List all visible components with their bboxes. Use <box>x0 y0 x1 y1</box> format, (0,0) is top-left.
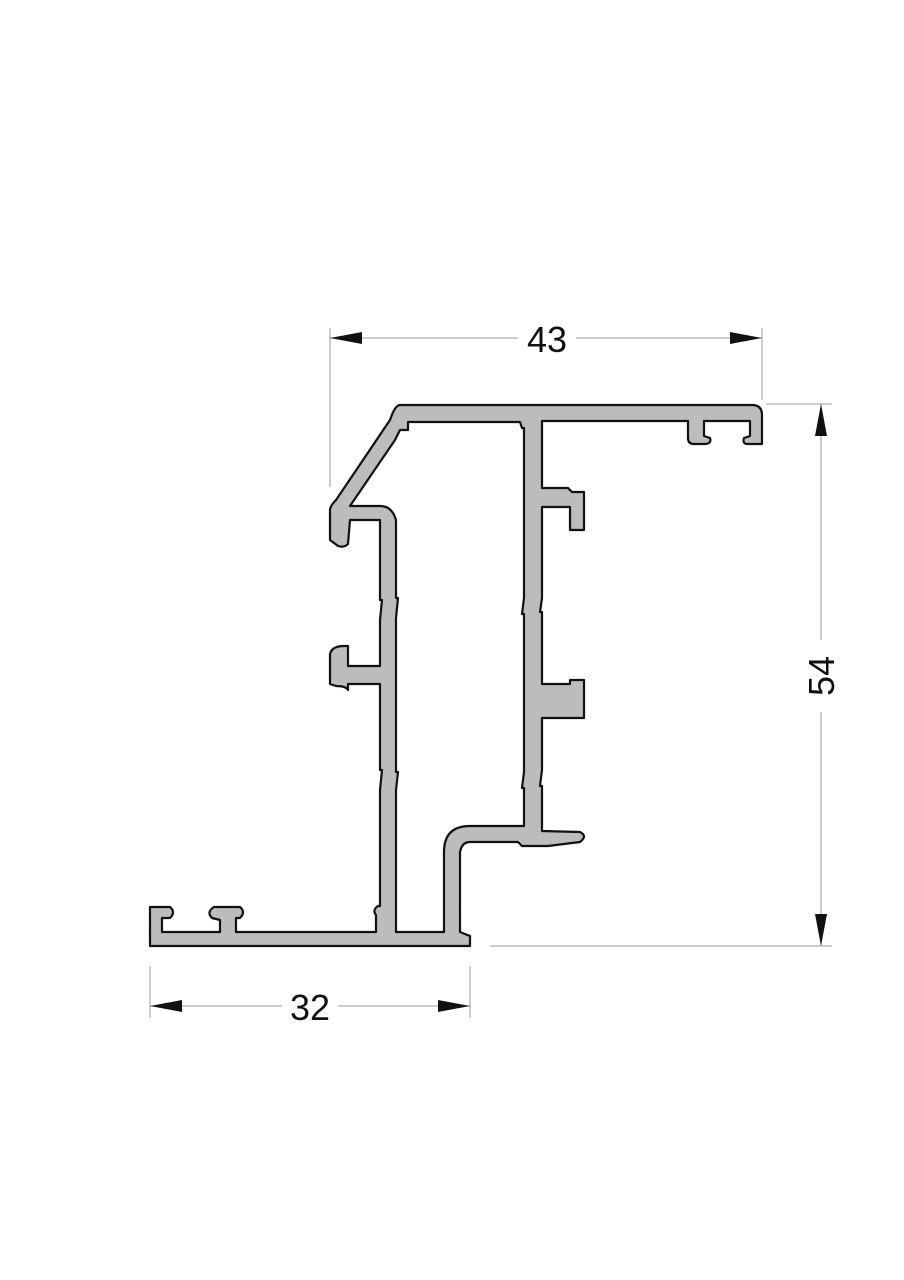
dimension-label-43: 43 <box>527 319 567 360</box>
dimension-top-width: 43 <box>329 319 763 487</box>
extrusion-profile <box>148 403 764 948</box>
dimension-label-54: 54 <box>801 656 842 696</box>
arrow-right-icon <box>730 332 762 344</box>
arrow-left-icon <box>150 1000 182 1012</box>
inner-chamber <box>348 420 526 934</box>
arrow-down-icon <box>815 914 827 946</box>
arrow-up-icon <box>815 404 827 436</box>
arrow-right-icon <box>438 1000 470 1012</box>
arrow-left-icon <box>330 332 362 344</box>
dimension-bottom-width: 32 <box>149 966 471 1028</box>
dimension-label-32: 32 <box>290 987 330 1028</box>
dimension-height: 54 <box>490 403 842 947</box>
